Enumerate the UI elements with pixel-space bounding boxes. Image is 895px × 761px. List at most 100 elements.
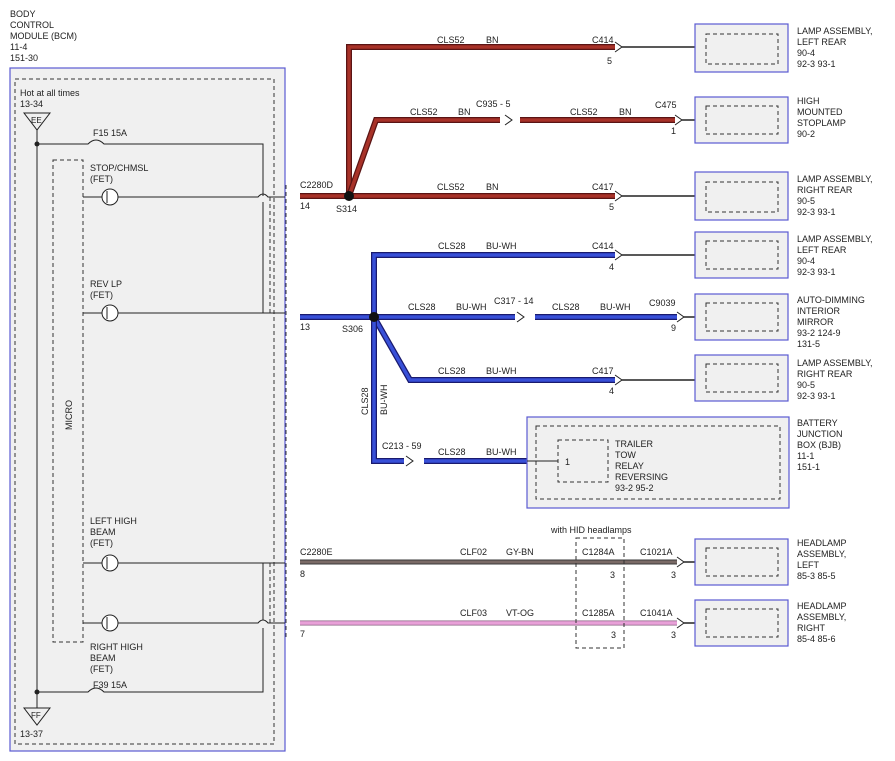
component-box [526, 416, 790, 509]
bcm-title-line: CONTROL [10, 20, 54, 30]
component-ref: 90-4 [797, 256, 815, 266]
wire-label: CLS28 [360, 387, 370, 415]
pin-label: 3 [610, 570, 615, 580]
relay-ref: 93-2 95-2 [615, 483, 654, 493]
ff-ref: 13-37 [20, 729, 43, 739]
fet-rhb-label: (FET) [90, 664, 113, 674]
component-ref: 92-3 93-1 [797, 59, 836, 69]
component-label: INTERIOR [797, 306, 841, 316]
wire-cls52-c935 [347, 118, 500, 197]
splice-label: S306 [342, 324, 363, 334]
wire-label: CLS28 [438, 366, 466, 376]
component-mirror: AUTO-DIMMING INTERIOR MIRROR 93-2 124-9 … [694, 293, 865, 349]
component-box [694, 171, 789, 221]
wire-label: CLS28 [552, 302, 580, 312]
wire-cls28-c414 [372, 253, 615, 317]
connector-arrow-icon [614, 374, 623, 386]
pin-label: 3 [671, 630, 676, 640]
component-label: ASSEMBLY, [797, 549, 846, 559]
component-ref: 90-5 [797, 380, 815, 390]
component-label: RIGHT REAR [797, 369, 853, 379]
connector-label: C475 [655, 100, 677, 110]
component-inner [705, 608, 779, 638]
pin-label: 3 [611, 630, 616, 640]
fet-rhb-output [118, 619, 285, 624]
relay-label: REVERSING [615, 472, 668, 482]
hot-label: Hot at all times [20, 88, 80, 98]
component-inner [705, 302, 779, 332]
component-bjb: 1 TRAILER TOW RELAY REVERSING 93-2 95-2 … [526, 416, 843, 509]
component-inner [705, 547, 779, 577]
relay-label: RELAY [615, 461, 644, 471]
fet-rhb-label: RIGHT HIGH [90, 642, 143, 652]
wire-cls52-c414 [347, 45, 615, 196]
relay-label: TRAILER [615, 439, 654, 449]
component-label: RIGHT REAR [797, 185, 853, 195]
wire-label: CLS28 [408, 302, 436, 312]
component-label: HIGH [797, 96, 820, 106]
component-inner [705, 105, 779, 135]
connector-arrow-icon [516, 311, 525, 323]
component-inner [705, 33, 779, 65]
pin-label: 7 [300, 629, 305, 639]
component-headlamp-right: HEADLAMP ASSEMBLY, RIGHT 85-4 85-6 [694, 599, 847, 647]
connector-label: C213 - 59 [382, 441, 422, 451]
component-label: MOUNTED [797, 107, 843, 117]
connector-label: C414 [592, 241, 614, 251]
connector-arrow-icon [614, 190, 623, 202]
pin-label: 1 [671, 126, 676, 136]
wire-color-label: BU-WH [456, 302, 487, 312]
wire-color-label: BN [619, 107, 632, 117]
component-label: JUNCTION [797, 429, 843, 439]
fet-lhb-label: BEAM [90, 527, 116, 537]
connector-label: C417 [592, 182, 614, 192]
component-box [694, 354, 789, 402]
component-chmsl: HIGH MOUNTED STOPLAMP 90-2 [694, 96, 846, 144]
component-label: LEFT [797, 560, 820, 570]
component-label: RIGHT [797, 623, 826, 633]
connector-label: C1285A [582, 608, 615, 618]
connector-label: C935 - 5 [476, 99, 511, 109]
component-label: LAMP ASSEMBLY, [797, 358, 873, 368]
fet-stop-label: STOP/CHMSL [90, 163, 148, 173]
connector-c2280e-label: C2280E [300, 547, 333, 557]
fet-rev-label: (FET) [90, 290, 113, 300]
wire-cls28-c213 [372, 317, 404, 463]
component-label: ASSEMBLY, [797, 612, 846, 622]
bcm-inner-dashed [14, 78, 275, 745]
wire-color-label: BN [458, 107, 471, 117]
splice-label: S314 [336, 204, 357, 214]
fet-lhb-icon [101, 554, 119, 572]
pin-label: 8 [300, 569, 305, 579]
component-inner [705, 240, 779, 270]
bcm-outline [9, 67, 286, 752]
component-label: BATTERY [797, 418, 838, 428]
pin-label: 14 [300, 201, 310, 211]
fet-rhb-label: BEAM [90, 653, 116, 663]
wire-label: CLF03 [460, 608, 487, 618]
wire-color-label: BU-WH [486, 366, 517, 376]
bcm-module: BODY CONTROL MODULE (BCM) 11-4 151-30 Ho… [9, 9, 286, 752]
ee-triangle-icon [22, 112, 52, 131]
fet-stop-icon [101, 188, 119, 206]
connector-c2280d-label: C2280D [300, 180, 334, 190]
fuse-f39-icon [37, 628, 264, 693]
component-label: HEADLAMP [797, 538, 847, 548]
fet-rev-icon [101, 304, 119, 322]
component-lamp-left-rear-2: LAMP ASSEMBLY, LEFT REAR 90-4 92-3 93-1 [694, 231, 873, 279]
wire-label: CLS52 [410, 107, 438, 117]
connector-arrow-icon [676, 617, 685, 629]
wire-color-label: VT-OG [506, 608, 534, 618]
wire-color-label: BU-WH [486, 241, 517, 251]
component-inner [705, 363, 779, 393]
fet-rev-label: REV LP [90, 279, 122, 289]
connector-label: C317 - 14 [494, 296, 534, 306]
hot-ref: 13-34 [20, 99, 43, 109]
component-inner [705, 181, 779, 213]
connector-arrow-icon [674, 114, 683, 126]
hid-label: with HID headlamps [550, 525, 632, 535]
component-box [694, 293, 789, 341]
pin-label: 5 [607, 56, 612, 66]
